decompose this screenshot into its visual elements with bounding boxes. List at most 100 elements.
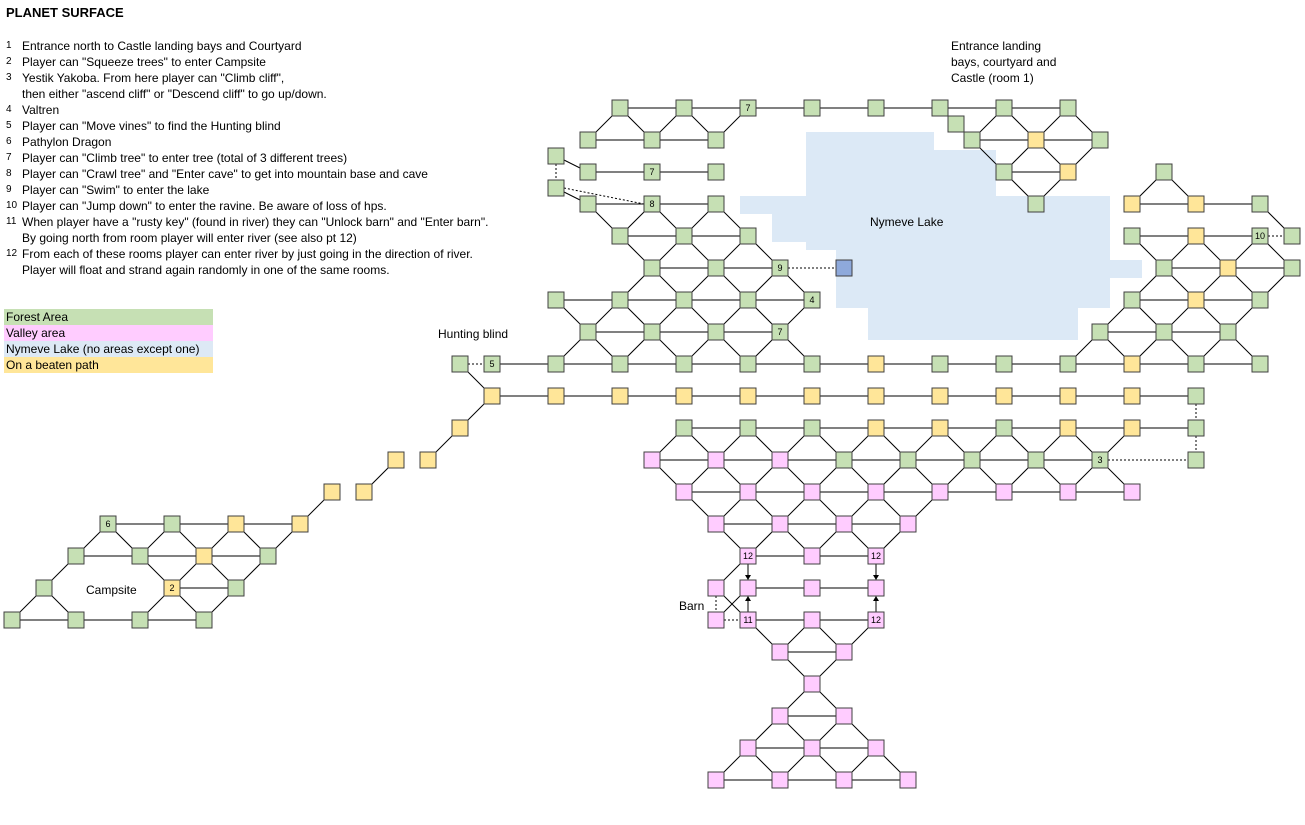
- room-number: 9: [777, 263, 782, 273]
- lake-water-shape: [836, 226, 1110, 308]
- map-room: [739, 291, 757, 309]
- map-room: 12: [867, 611, 885, 629]
- room-square: [867, 547, 885, 565]
- map-room: [1187, 387, 1205, 405]
- map-room: [867, 579, 885, 597]
- map-room: [1123, 419, 1141, 437]
- map-room: [1059, 483, 1077, 501]
- map-room: [1027, 131, 1045, 149]
- room-square: [995, 99, 1013, 117]
- note-number: 1: [6, 40, 12, 51]
- note-number: 11: [6, 216, 17, 227]
- map-room: [611, 227, 629, 245]
- room-square: [835, 515, 853, 533]
- map-room: [1027, 195, 1045, 213]
- note-text: Player can "Squeeze trees" to enter Camp…: [22, 55, 266, 69]
- room-square: [675, 419, 693, 437]
- map-room: [835, 451, 853, 469]
- map-room: [1251, 355, 1269, 373]
- room-square: [771, 515, 789, 533]
- room-square: [707, 163, 725, 181]
- map-room: [835, 259, 853, 277]
- room-square: [1187, 387, 1205, 405]
- map-room: 3: [1091, 451, 1109, 469]
- note-number: 7: [6, 152, 12, 163]
- map-room: [1059, 355, 1077, 373]
- room-square: [1283, 259, 1301, 277]
- map-room: [803, 483, 821, 501]
- map-room: [643, 323, 661, 341]
- room-square: [707, 451, 725, 469]
- room-square: [1187, 195, 1205, 213]
- map-room: [963, 131, 981, 149]
- room-square: [195, 547, 213, 565]
- map-room: [547, 387, 565, 405]
- map-room: [707, 611, 725, 629]
- room-square: [611, 387, 629, 405]
- room-square: [291, 515, 309, 533]
- legend-item-lake: Nymeve Lake (no areas except one): [4, 341, 213, 357]
- room-square: [739, 387, 757, 405]
- room-square: [323, 483, 341, 501]
- map-room: [67, 547, 85, 565]
- note-number: 6: [6, 136, 12, 147]
- barn-label: Barn: [679, 599, 704, 613]
- room-square: [675, 99, 693, 117]
- note-number: 10: [6, 200, 18, 211]
- room-square: [1155, 259, 1173, 277]
- map-room: [1187, 355, 1205, 373]
- map-room: [611, 387, 629, 405]
- room-square: [547, 291, 565, 309]
- room-square: [67, 611, 85, 629]
- map-room: [1187, 195, 1205, 213]
- room-square: [707, 771, 725, 789]
- map-room: [419, 451, 437, 469]
- map-room: [899, 515, 917, 533]
- room-square: [995, 355, 1013, 373]
- map-room: 4: [803, 291, 821, 309]
- room-square: [1091, 451, 1109, 469]
- room-square: [739, 227, 757, 245]
- room-square: [1155, 163, 1173, 181]
- campsite-label: Campsite: [86, 583, 137, 597]
- room-square: [739, 355, 757, 373]
- map-room: [547, 355, 565, 373]
- room-number: 4: [809, 295, 814, 305]
- map-room: [835, 707, 853, 725]
- room-square: [1123, 291, 1141, 309]
- room-square: [835, 771, 853, 789]
- room-square: [611, 355, 629, 373]
- map-room: [643, 131, 661, 149]
- legend: Forest Area Valley area Nymeve Lake (no …: [4, 309, 213, 373]
- room-square: [259, 547, 277, 565]
- map-room: [739, 227, 757, 245]
- room-square: [867, 419, 885, 437]
- note-text: From each of these rooms player can ente…: [22, 247, 473, 277]
- map-room: [323, 483, 341, 501]
- map-room: [995, 387, 1013, 405]
- map-room: [899, 771, 917, 789]
- note-text: Player can "Jump down" to enter the ravi…: [22, 199, 387, 213]
- room-square: [995, 419, 1013, 437]
- room-square: [707, 131, 725, 149]
- map-room: [483, 387, 501, 405]
- room-square: [1219, 323, 1237, 341]
- map-room: [803, 387, 821, 405]
- legend-item-path: On a beaten path: [4, 357, 213, 373]
- room-square: [739, 611, 757, 629]
- map-room: [707, 131, 725, 149]
- map-room: [931, 99, 949, 117]
- room-square: [675, 387, 693, 405]
- room-number: 12: [743, 551, 753, 561]
- lake-label: Nymeve Lake: [870, 215, 944, 229]
- room-square: [931, 355, 949, 373]
- map-room: [739, 739, 757, 757]
- note-number: 8: [6, 168, 12, 179]
- room-square: [739, 419, 757, 437]
- map-room: [931, 355, 949, 373]
